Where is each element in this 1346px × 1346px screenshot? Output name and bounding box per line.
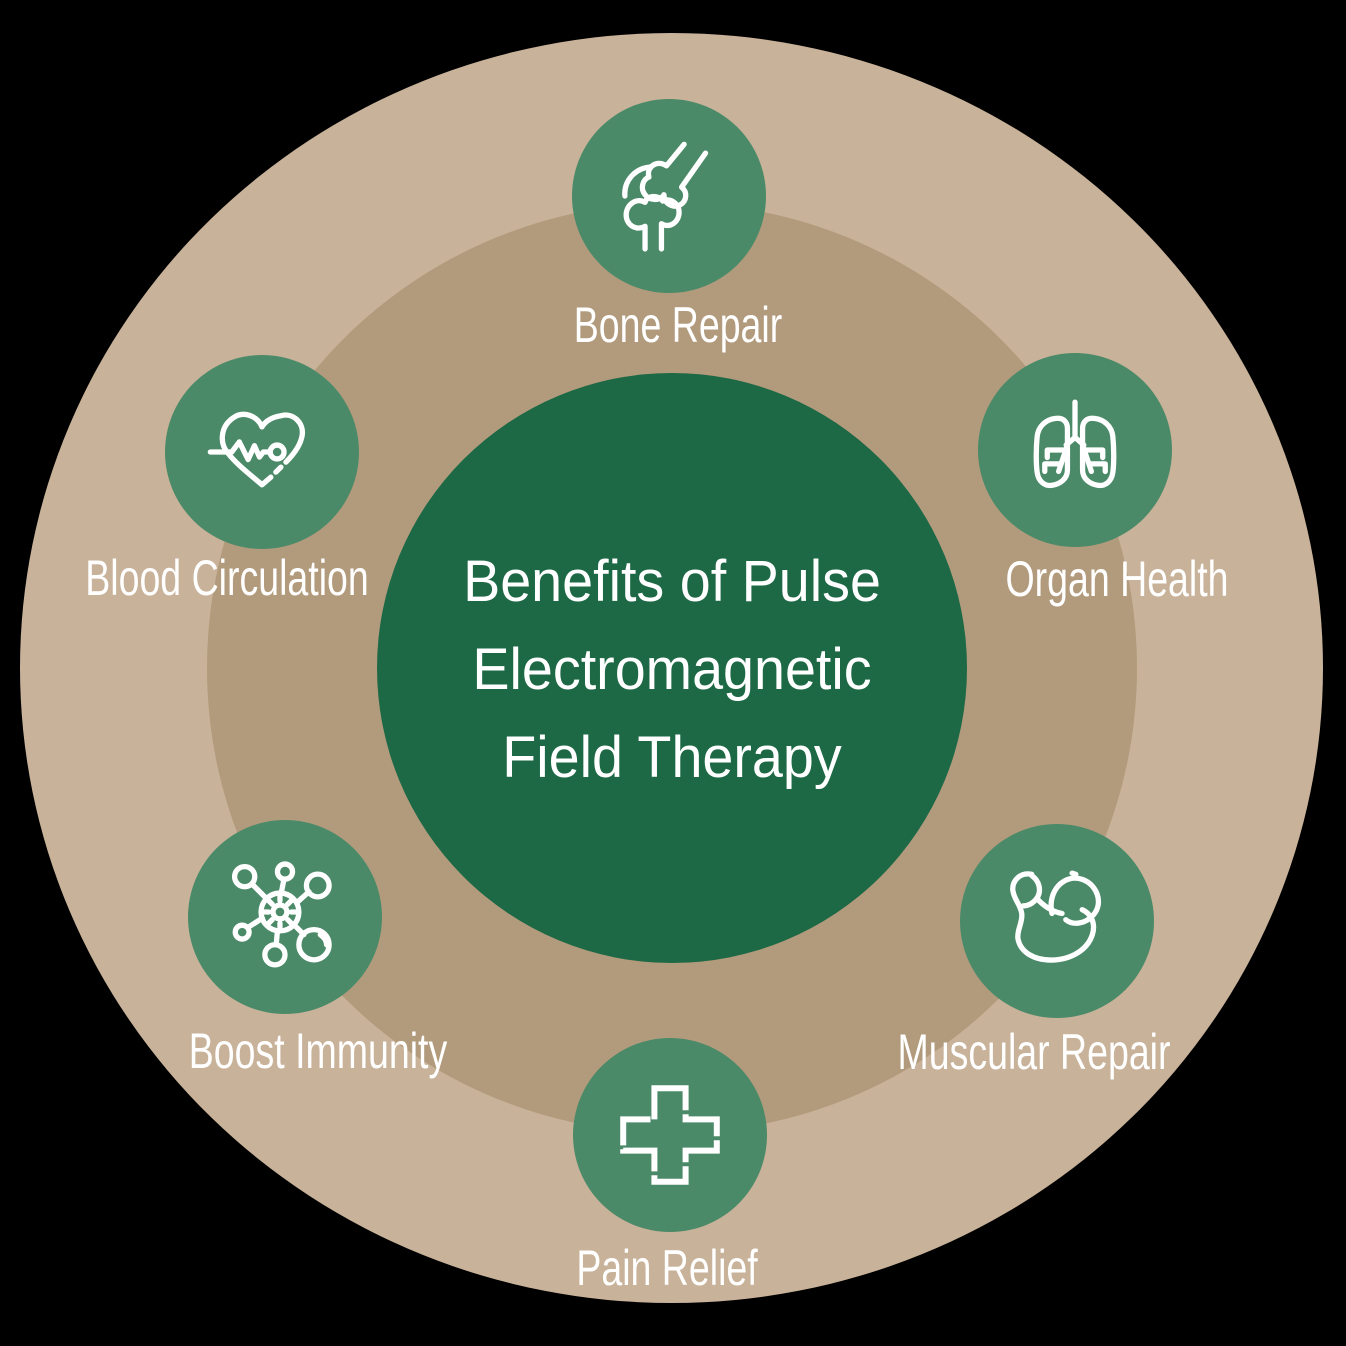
immune-cell-icon (231, 861, 332, 968)
heart-pulse-icon (207, 411, 305, 488)
lungs-icon (1033, 399, 1117, 489)
organ-health-icon-circle (978, 353, 1172, 547)
blood-circulation-icon-circle (165, 355, 359, 549)
bone-repair-icon-circle (572, 99, 766, 293)
flexed-bicep-icon (1010, 870, 1102, 963)
title-line-1: Benefits of Pulse (463, 549, 881, 614)
title-line-3: Field Therapy (502, 725, 842, 790)
bone-repair-label: Bone Repair (573, 297, 783, 353)
muscular-repair-label: Muscular Repair (897, 1024, 1171, 1080)
medical-cross-icon (620, 1085, 720, 1185)
title-line-2: Electromagnetic (472, 637, 872, 702)
center-circle (377, 373, 967, 963)
organ-health-label: Organ Health (1005, 551, 1229, 607)
boost-immunity-icon-circle (188, 820, 382, 1014)
infographic-title: Benefits of Pulse Electromagnetic Field … (463, 538, 881, 802)
pain-relief-label: Pain Relief (576, 1240, 758, 1296)
muscular-repair-icon-circle (960, 824, 1154, 1018)
boost-immunity-label: Boost Immunity (188, 1023, 448, 1079)
pain-relief-icon-circle (573, 1038, 767, 1232)
blood-circulation-label: Blood Circulation (85, 550, 369, 606)
bone-joint-icon (622, 141, 709, 252)
